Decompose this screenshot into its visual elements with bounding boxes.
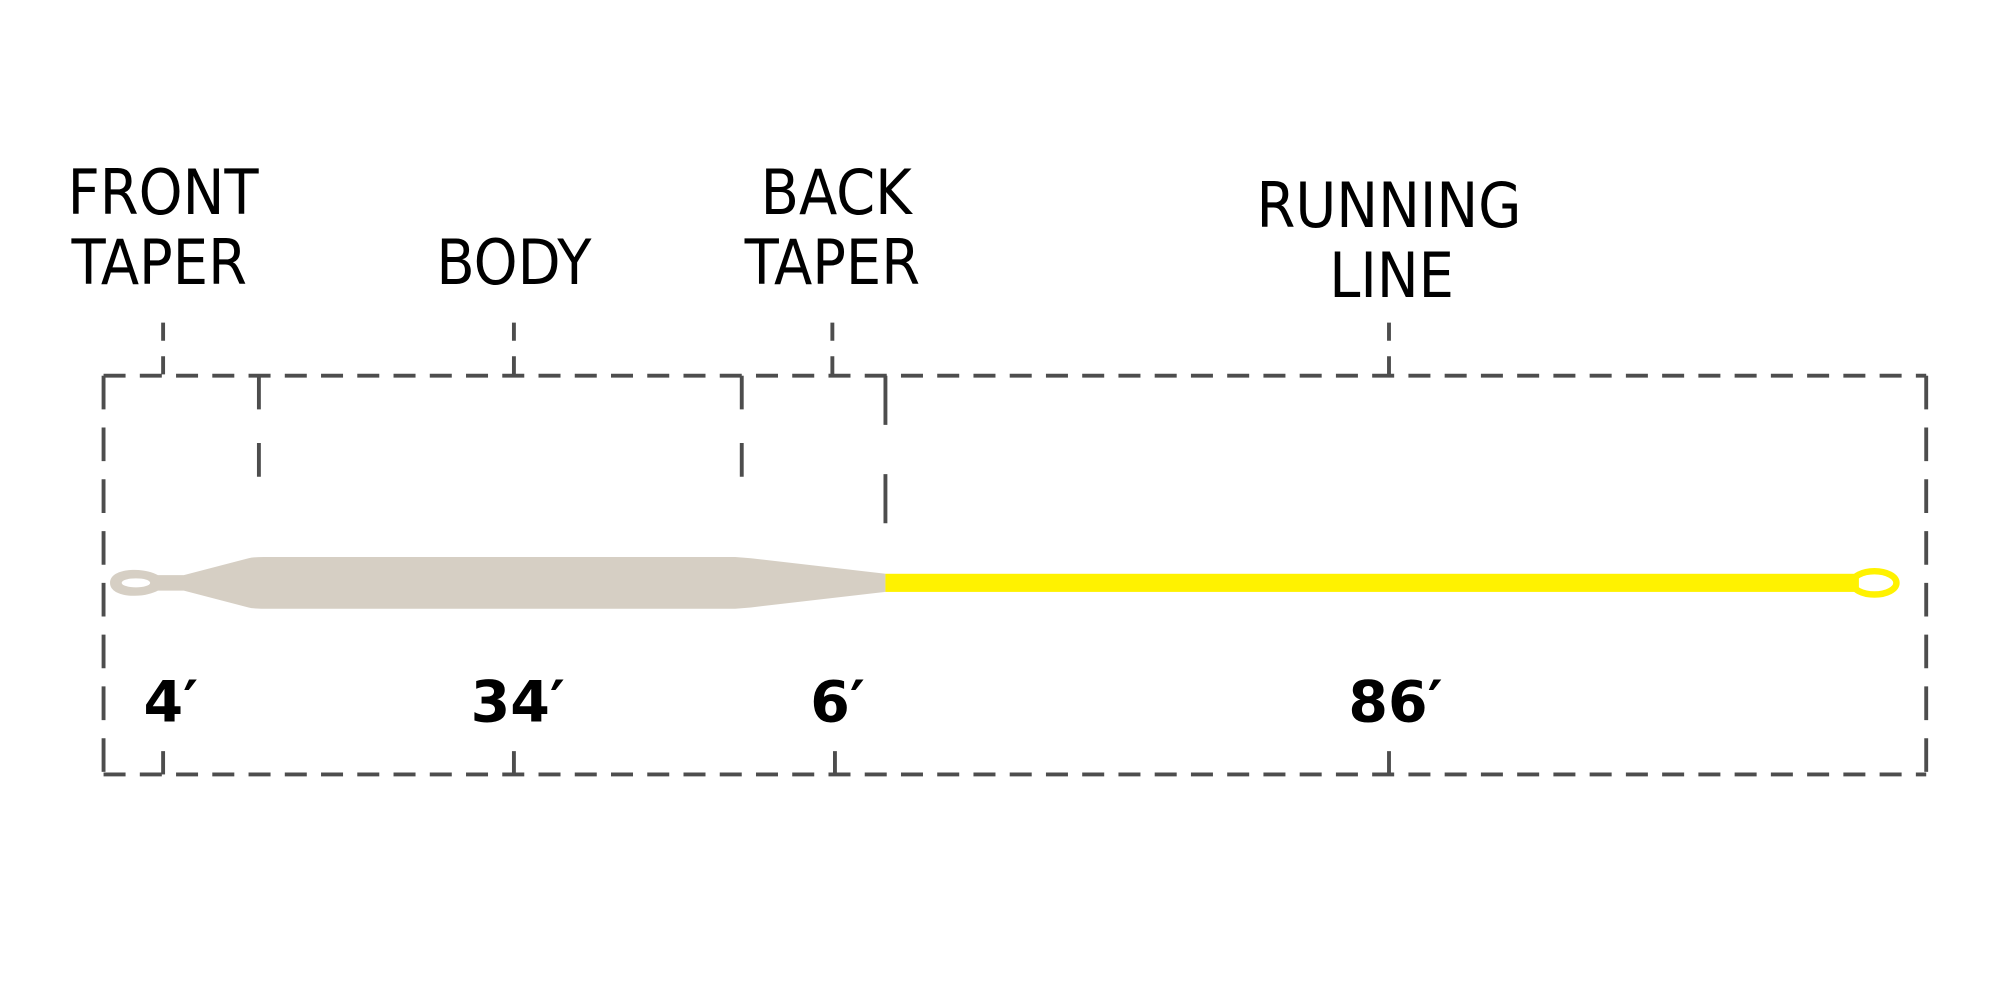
body-length: 34′ <box>471 669 565 735</box>
back-taper-label-2: TAPER <box>744 226 920 299</box>
fly-line <box>110 556 1900 609</box>
front-taper-length: 4′ <box>144 669 199 735</box>
front-taper-label-1: FRONT <box>68 156 260 229</box>
top-ticks <box>161 322 1391 376</box>
running-line-length: 86′ <box>1348 669 1442 735</box>
running-line <box>885 573 1859 592</box>
line-head <box>110 556 886 609</box>
section-lengths: 4′ 34′ 6′ 86′ <box>144 669 1443 735</box>
body-label: BODY <box>436 226 592 299</box>
section-labels: FRONT TAPER BODY BACK TAPER RUNNING LINE <box>68 156 1522 312</box>
front-loop-icon <box>121 578 151 588</box>
running-line-label-1: RUNNING <box>1257 169 1522 242</box>
outer-bracket-frame <box>101 373 1929 777</box>
back-taper-length: 6′ <box>810 669 865 735</box>
section-dividers <box>256 375 888 529</box>
rear-loop-icon <box>1849 567 1900 598</box>
front-taper-label-2: TAPER <box>71 226 247 299</box>
running-line-label-2: LINE <box>1329 239 1454 312</box>
back-taper-label-1: BACK <box>761 156 914 229</box>
bottom-ticks <box>161 751 1391 775</box>
